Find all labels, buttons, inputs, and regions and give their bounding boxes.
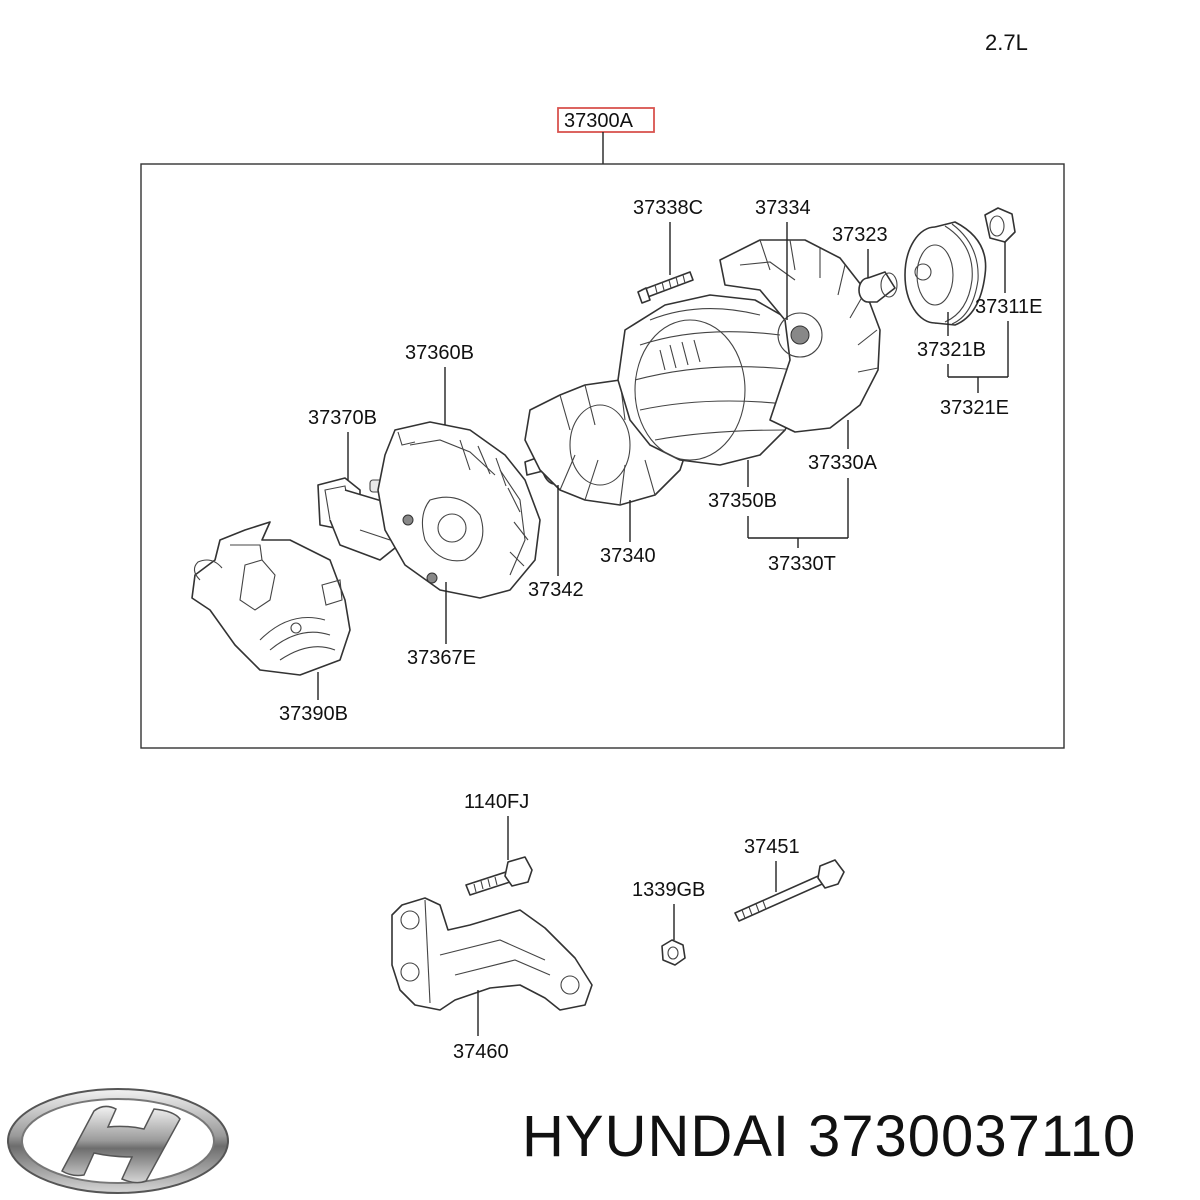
assembly-highlight-box [557,107,655,133]
rear-cover-drawing [191,521,351,676]
label-1140FJ[interactable]: 1140FJ [464,791,529,813]
stator-drawing [617,294,806,466]
label-37321B[interactable]: 37321B [917,339,986,361]
label-37330T[interactable]: 37330T [768,553,836,575]
label-37390B[interactable]: 37390B [279,703,348,725]
hyundai-logo-icon [7,1088,229,1194]
front-bracket-drawing [719,239,881,433]
pulley-nut-drawing [984,207,1016,243]
label-1339GB[interactable]: 1339GB [632,879,705,901]
label-37342[interactable]: 37342 [528,579,584,601]
spacer-drawing [858,271,898,303]
label-37360B[interactable]: 37360B [405,342,474,364]
label-37321E[interactable]: 37321E [940,397,1009,419]
label-37330A[interactable]: 37330A [808,452,878,474]
label-37350B[interactable]: 37350B [708,490,777,512]
engine-label: 2.7L [985,30,1028,55]
long-bolt-drawing [734,859,845,922]
label-37340[interactable]: 37340 [600,545,656,567]
mounting-bracket-drawing [391,897,593,1011]
rear-bracket-drawing [377,421,541,599]
hex-nut-drawing [661,939,686,966]
assembly-frame [140,163,1065,749]
pulley-drawing [904,221,987,326]
assembly-part-label[interactable]: 37300A [564,110,634,132]
bracket-bolt-drawing [465,856,533,896]
brand-name: HYUNDAI [522,1104,791,1169]
label-37338C[interactable]: 37338C [633,197,703,219]
label-37451[interactable]: 37451 [744,836,800,858]
label-37370B[interactable]: 37370B [308,407,377,429]
label-37311E[interactable]: 37311E [975,296,1042,318]
brand-part-number: 3730037110 [808,1104,1137,1169]
label-37460[interactable]: 37460 [453,1041,509,1063]
label-37334[interactable]: 37334 [755,197,811,219]
label-37323[interactable]: 37323 [832,224,888,246]
through-bolt-drawing [637,271,694,304]
label-37367E[interactable]: 37367E [407,647,476,669]
